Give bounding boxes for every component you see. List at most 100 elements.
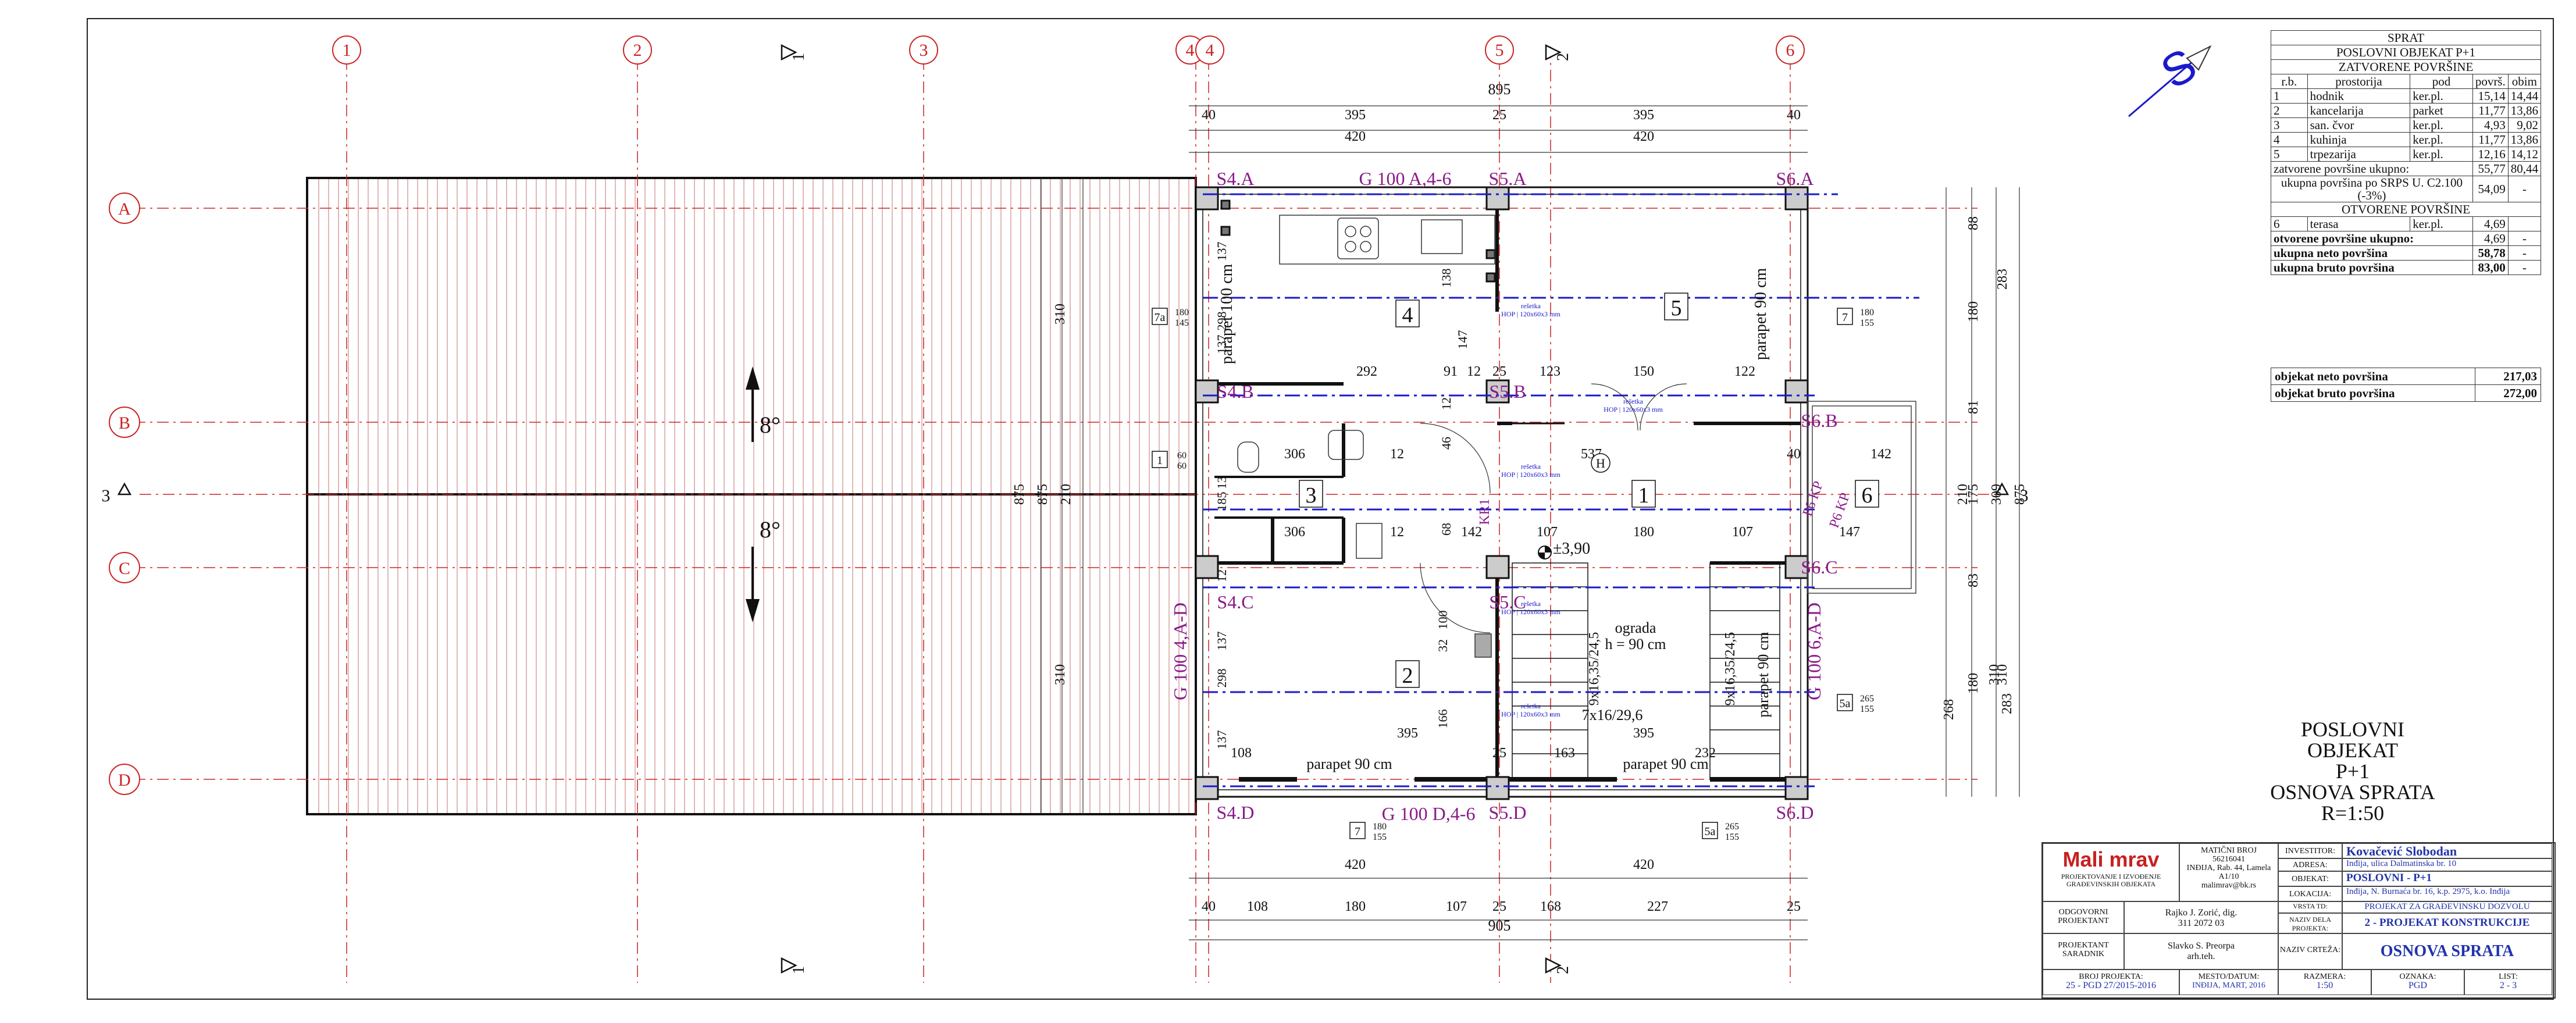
column-label: S4.D <box>1217 802 1255 823</box>
label: OBJEKAT: <box>2292 875 2329 883</box>
label: BROJ PROJEKTA: <box>2079 972 2143 981</box>
parapet-label: parapet 90 cm <box>1752 268 1770 360</box>
inner-dimension: 12 <box>1214 569 1229 582</box>
axis-bubble <box>109 193 140 224</box>
objekat-value: POSLOVNI - P+1 <box>2342 871 2552 886</box>
column-rect <box>1195 379 1219 404</box>
column-label: S5.A <box>1489 168 1527 189</box>
kr-label: KR1 <box>1477 498 1492 525</box>
window-mark-dim: 155 <box>1860 318 1874 328</box>
col-header: prostorija <box>2307 74 2411 89</box>
logo-text: Mali mrav <box>2062 847 2160 871</box>
dimension-value: 25 <box>1492 108 1506 123</box>
odgovorni-value-cell: Rajko J. Zorić, dig.311 2072 03 <box>2124 901 2278 933</box>
rebar-note: rešetka <box>1623 397 1644 405</box>
inner-dimension: 298 <box>1214 669 1229 688</box>
dimension-value: 420 <box>1633 857 1654 872</box>
dimension-value: 875 <box>1012 484 1027 505</box>
column-label: S4.B <box>1217 381 1253 402</box>
inner-dimension: 292 <box>1356 364 1377 379</box>
label: MATIČNI BROJ <box>2200 846 2257 855</box>
window-mark-box <box>1702 822 1718 839</box>
window-mark-dim: 180 <box>1860 308 1874 318</box>
cell: 2 <box>2271 103 2308 118</box>
gross-total-label: ukupna bruto površina <box>2271 260 2473 275</box>
inner-dimension: 142 <box>1870 447 1891 462</box>
dimension-value: 310 <box>1995 664 2010 685</box>
axis-column-label: 4 <box>1206 41 1214 60</box>
sheet-label-line: R=1:50 <box>2321 801 2385 825</box>
cell: 13,86 <box>2507 103 2542 118</box>
cell: 80,44 <box>2507 161 2542 176</box>
naziv-value: 2 - PROJEKAT KONSTRUKCIJE <box>2342 913 2552 933</box>
dimension-value: 420 <box>1633 129 1654 144</box>
value: 1:50 <box>2316 981 2333 990</box>
axis-column-label: 1 <box>343 41 351 60</box>
axis-column-label: 6 <box>1786 41 1795 60</box>
column-detail <box>1220 199 1231 210</box>
label: PROJEKTANT SARADNIK <box>2058 941 2109 958</box>
inner-dimension: 137 <box>1214 242 1229 261</box>
section-mark-label: 1 <box>790 966 808 974</box>
roof-arrows <box>746 366 760 622</box>
inner-dimension: 12 <box>1390 447 1404 462</box>
inner-dimension: 46 <box>1439 437 1453 450</box>
axis-column-label: 3 <box>920 41 928 60</box>
cell: trpezarija <box>2307 147 2411 162</box>
dimension-value: 268 <box>1941 699 1957 720</box>
dimension-value: 108 <box>1247 899 1268 914</box>
vrsta-label: VRSTA TD: <box>2278 901 2342 913</box>
inner-dimension: 306 <box>1284 525 1305 540</box>
room-number: 4 <box>1402 303 1413 327</box>
inner-dimension: 137 <box>1214 335 1229 354</box>
dimension-total: 895 <box>1488 81 1511 98</box>
column-rect <box>1195 776 1219 800</box>
window-mark: 7 <box>1355 825 1360 838</box>
axis-bubble <box>909 35 938 65</box>
column-label: S5.D <box>1489 802 1527 823</box>
inner-dimension: 137 <box>1214 730 1229 750</box>
inner-dimension: 147 <box>1839 525 1860 540</box>
cell: - <box>2507 260 2542 275</box>
closed-total-label: zatvorene površine ukupno: <box>2271 161 2473 176</box>
inner-dimension: 180 <box>1633 525 1654 540</box>
room-number-box <box>1299 480 1323 508</box>
door-swings <box>1420 383 1687 633</box>
cell: ker.pl. <box>2410 147 2473 162</box>
section-triangle-icon <box>1545 44 1562 61</box>
dimension-total: 905 <box>1488 917 1511 934</box>
column-rect <box>1784 776 1809 800</box>
saradnik-label-cell: PROJEKTANT SARADNIK <box>2043 933 2124 969</box>
table-column-headers: r.b. prostorija pod površ. obim <box>2271 74 2542 89</box>
dimension-value: 83 <box>1966 573 1981 587</box>
railing-label: ograda <box>1615 619 1656 636</box>
axis-row-label: D <box>118 771 131 790</box>
room-number: 2 <box>1402 664 1413 688</box>
room-number: 6 <box>1862 483 1873 508</box>
room-number: 5 <box>1671 296 1682 320</box>
inner-dimension: 122 <box>1734 364 1755 379</box>
dimension-value: 395 <box>1345 108 1366 123</box>
label: ODGOVORNI PROJEKTANT <box>2058 908 2109 925</box>
inner-dimension: 13 <box>1214 476 1229 489</box>
value: PGD <box>2408 981 2427 990</box>
label: RAZMERA: <box>2303 972 2346 981</box>
roof-slope-label: 8° <box>760 516 781 543</box>
room-number-box <box>1395 660 1420 688</box>
crtez-label: NAZIV CRTEŽA: <box>2278 933 2342 969</box>
dimension-value: 180 <box>1966 673 1981 694</box>
cell: 13,86 <box>2507 132 2542 147</box>
table-header-object: POSLOVNI OBJEKAT P+1 <box>2271 45 2541 60</box>
mesto-cell: MESTO/DATUM:INĐIJA, MART, 2016 <box>2179 969 2278 995</box>
window-mark-box <box>1837 308 1853 325</box>
dimension-value: 40 <box>1202 108 1216 123</box>
axis-side-label: 3 <box>102 486 111 505</box>
sheet-label-line: OSNOVA SPRATA <box>2270 780 2435 804</box>
dimension-value: 25 <box>1492 899 1506 914</box>
cell: 6 <box>2271 216 2308 231</box>
